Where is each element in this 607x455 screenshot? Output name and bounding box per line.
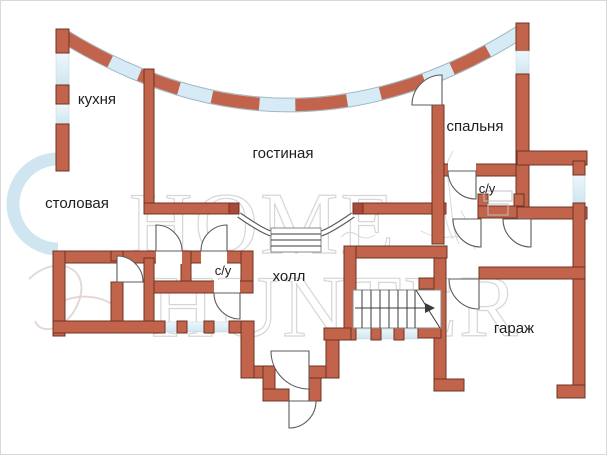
door-leaf-bedroom [411,74,443,106]
wall-segment [370,327,382,341]
wall-segment [513,193,525,207]
window [164,321,178,333]
wall-segment [203,320,215,334]
wall-segment [323,327,352,341]
fixtures [483,190,513,216]
wall-segment [176,320,188,334]
wall-segment [516,150,588,166]
room-label-living: гостиная [253,145,314,162]
door-leaf-closet [155,224,183,252]
wall-segment [433,378,465,392]
door-leaf-corridor-left [452,218,482,248]
wall-segment [343,245,448,259]
door-opening [201,250,227,264]
window [186,321,205,333]
wall-segment [478,266,586,280]
wall-end-cap [352,202,364,215]
stair-direction-arrow [425,303,435,313]
wall-segment [110,281,124,325]
room-label-garage: гараж [494,320,534,337]
wall-segment [477,193,489,207]
wall-segment [240,320,255,379]
window [55,52,70,86]
wall-segment [308,365,327,379]
wall-segment [143,202,240,215]
wall-segment [228,320,242,334]
window [572,174,586,204]
door-leaf-bath-upper [447,170,477,200]
wall-segment [262,388,290,402]
door-opening [156,250,182,264]
watermark-squiggle [340,231,376,239]
door-opening [214,280,240,294]
wall-segment [572,160,586,176]
bay-window [6,152,59,256]
room-label-kitchen: кухня [78,91,116,108]
window [403,328,419,340]
door-leaf-room [116,255,144,283]
facade-brick-segments [58,25,526,112]
bath-fixture [487,203,509,216]
wall-end-cap [228,202,240,215]
doors-layer [116,74,532,429]
wall-segment [308,377,322,402]
door-leaf-corridor-right [502,218,532,248]
room-label-hall: холл [273,268,306,285]
wall-segment [55,28,70,54]
window [355,328,372,340]
door-leaf-vestibule-inner [270,350,310,390]
door-leaf-entrance [288,400,317,429]
wall-segment [52,320,166,334]
window [515,50,530,75]
watermark-flourish [28,264,83,331]
window [55,103,70,125]
room-label-dining: столовая [45,195,109,212]
staircase [352,289,442,329]
door-leaf-bath-lower-top [200,224,228,252]
room-label-bath-upper: с/у [479,181,496,196]
entry-steps [270,227,322,253]
wall-segment [393,327,405,341]
wall-segment [55,123,70,172]
wall-segment [431,104,445,245]
wall-segment [556,384,586,399]
wall-segment [515,22,530,52]
window [213,321,230,333]
room-label-bedroom: спальня [447,118,504,135]
room-labels: кухня гостиная спальня столовая с/у с/у … [45,91,534,337]
wall-segment [143,68,155,209]
wall-segment [572,202,586,399]
door-leaf-bath-lower [213,292,241,320]
wall-segment [143,257,155,325]
wall-segment [52,250,66,337]
bath-fixture [483,190,513,202]
wall-segment [55,84,70,105]
window [380,328,395,340]
watermark: HOME HUNTER [28,150,518,357]
wall-segment [516,206,588,220]
door-leaf-garage [448,278,480,310]
room-label-bath-lower: с/у [215,263,232,278]
